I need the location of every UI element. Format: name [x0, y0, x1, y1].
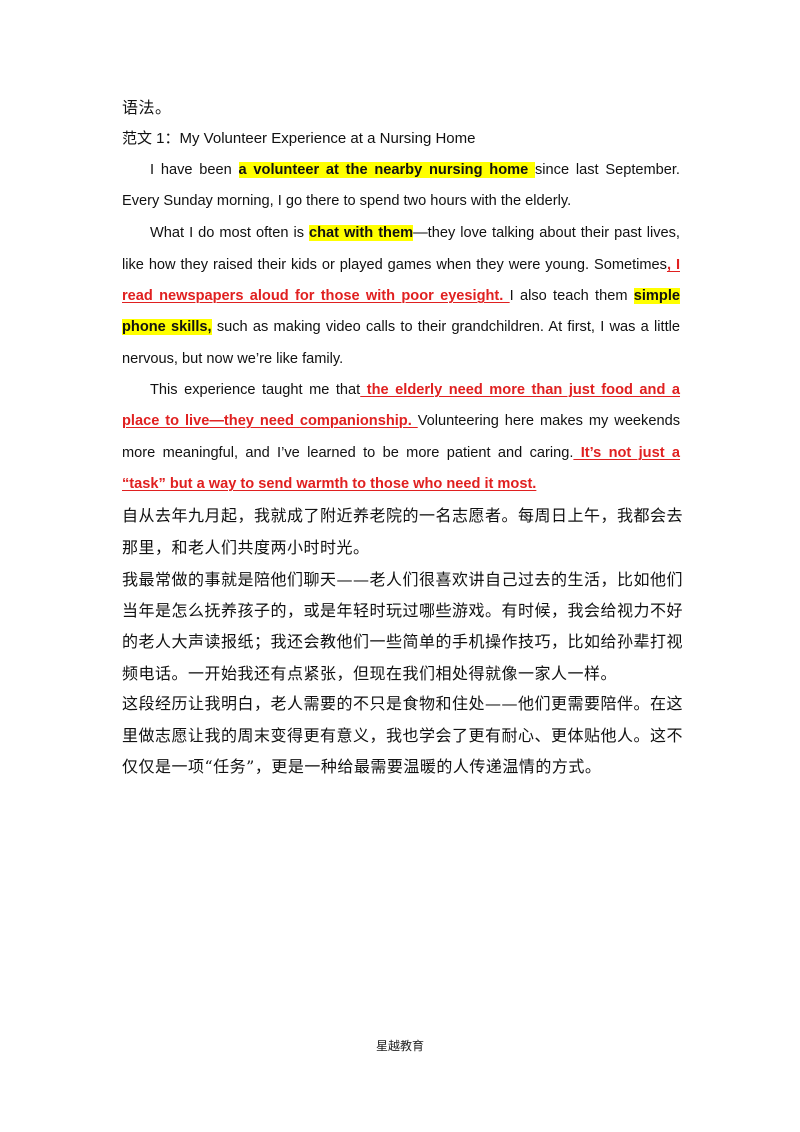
- essay-line-3: What I do most often is chat with them—t…: [150, 225, 680, 241]
- translation-line-2: 那里，和老人们共度两小时时光。: [122, 538, 370, 557]
- translation-line-6: 频电话。一开始我还有点紧张，但现在我们相处得就像一家人一样。: [122, 664, 618, 683]
- essay-line-1: I have been a volunteer at the nearby nu…: [150, 162, 680, 178]
- translation-line-5: 的老人大声读报纸；我还会教他们一些简单的手机操作技巧，比如给孙辈打视: [122, 632, 684, 651]
- essay-line-10: more meaningful, and I’ve learned to be …: [122, 445, 681, 461]
- translation-line-8: 里做志愿让我的周末变得更有意义，我也学会了更有耐心、更体贴他人。这不: [122, 726, 684, 745]
- translation-line-1: 自从去年九月起，我就成了附近养老院的一名志愿者。每周日上午，我都会去: [122, 506, 684, 525]
- essay-line-5: read newspapers aloud for those with poo…: [122, 288, 680, 304]
- essay-line-2: Every Sunday morning, I go there to spen…: [122, 193, 572, 209]
- essay-line-6: phone skills, such as making video calls…: [122, 319, 680, 335]
- translation-line-3: 我最常做的事就是陪他们聊天——老人们很喜欢讲自己过去的生活，比如他们: [122, 570, 684, 589]
- essay-line-11: “task” but a way to send warmth to those…: [122, 476, 537, 492]
- translation-line-4: 当年是怎么抚养孩子的，或是年轻时玩过哪些游戏。有时候，我会给视力不好: [122, 601, 684, 620]
- essay-line-8: This experience taught me that the elder…: [150, 382, 680, 398]
- essay-line-7: nervous, but now we’re like family.: [122, 351, 344, 367]
- translation-line-7: 这段经历让我明白，老人需要的不只是食物和住处——他们更需要陪伴。在这: [122, 694, 684, 713]
- page-footer: 星越教育: [375, 1039, 424, 1053]
- translation-line-9: 仅仅是一项“任务”，更是一种给最需要温暖的人传递温情的方式。: [122, 757, 602, 776]
- essay-line-4: like how they raised their kids or playe…: [122, 257, 680, 273]
- essay-title: 范文 1：My Volunteer Experience at a Nursin…: [122, 130, 476, 147]
- essay-line-9: place to live—they need companionship. V…: [122, 413, 680, 429]
- previous-heading: 语法。: [122, 98, 172, 117]
